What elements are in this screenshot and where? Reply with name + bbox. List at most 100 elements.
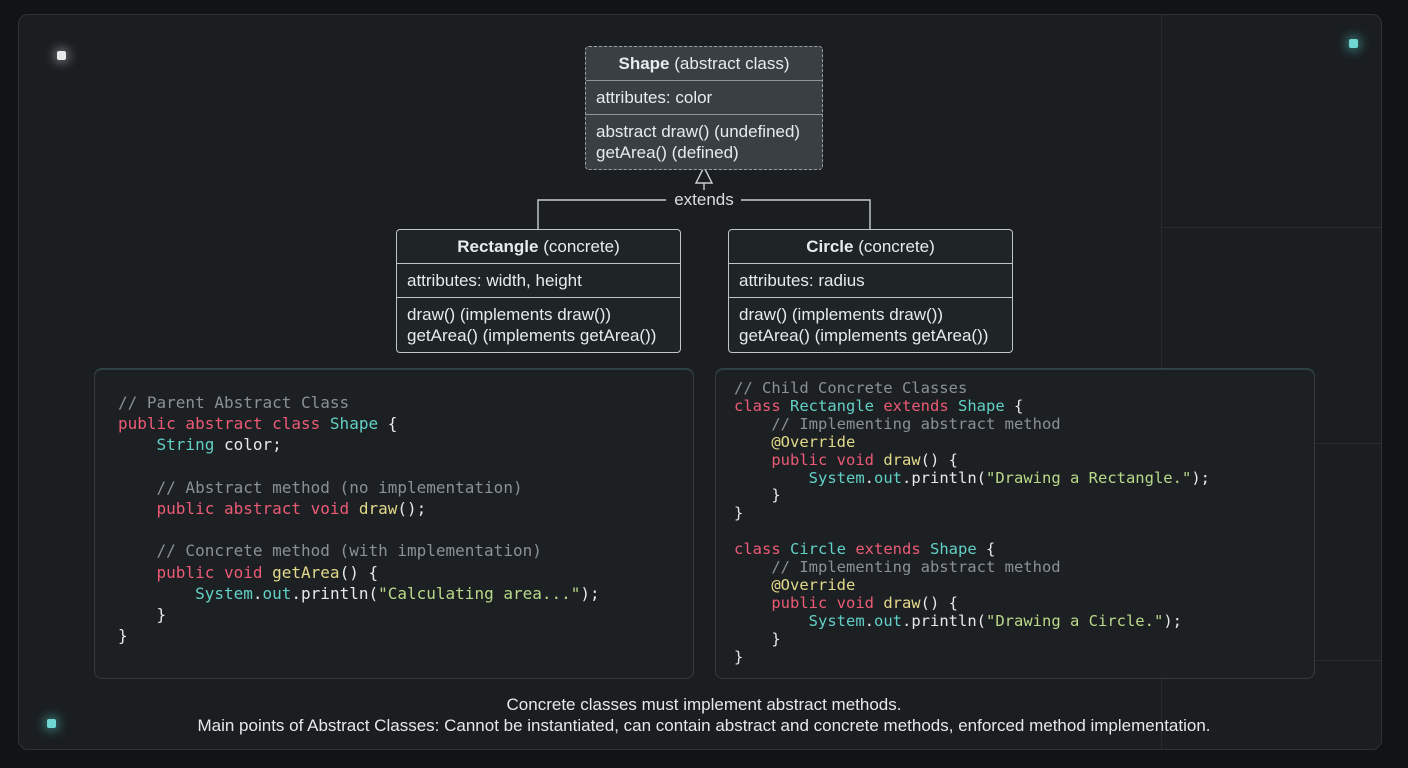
- code-token: draw: [883, 450, 921, 469]
- code-token: // Implementing abstract method: [734, 414, 1061, 433]
- code-token: public abstract void: [118, 499, 359, 519]
- code-line: System.out.println("Calculating area..."…: [118, 583, 600, 604]
- code-token: .println(: [902, 468, 986, 487]
- method-item: draw() (implements draw()): [407, 305, 612, 324]
- code-token: [734, 612, 809, 630]
- code-token: {: [378, 414, 398, 434]
- code-line: }: [118, 625, 600, 646]
- code-token: extends: [846, 540, 930, 559]
- code-token: class: [734, 540, 790, 559]
- corner-glow-dot: [57, 51, 66, 60]
- code-line: public void getArea() {: [118, 562, 600, 583]
- code-line: public void draw() {: [734, 593, 1210, 613]
- code-token: }: [734, 504, 744, 523]
- grid-line: [1161, 227, 1381, 228]
- code-token: String: [156, 435, 215, 455]
- code-token: ();: [397, 499, 427, 519]
- method-item: abstract draw() (undefined): [596, 122, 801, 141]
- code-line: }: [734, 486, 1210, 505]
- code-line: // Child Concrete Classes: [734, 379, 1210, 398]
- uml-class-header: Shape (abstract class): [586, 47, 822, 81]
- code-token: }: [118, 626, 128, 646]
- code-token: .: [864, 611, 874, 630]
- code-token: out: [874, 468, 902, 487]
- code-token: Shape: [930, 540, 977, 559]
- grid-line: [1299, 660, 1381, 661]
- code-token: Shape: [958, 396, 1005, 415]
- code-token: }: [734, 629, 781, 648]
- code-token: System: [195, 583, 253, 603]
- class-attributes: attributes: radius: [729, 264, 1012, 298]
- code-line: // Implementing abstract method: [734, 558, 1210, 577]
- code-token: {: [1004, 396, 1024, 415]
- code-token: public void: [734, 450, 884, 469]
- code-line: // Concrete method (with implementation): [118, 540, 600, 561]
- corner-glow-dot: [1349, 39, 1358, 48]
- code-line: class Circle extends Shape {: [734, 540, 1210, 559]
- code-token: color;: [214, 435, 282, 455]
- method-item: draw() (implements draw()): [739, 305, 944, 324]
- code-token: }: [734, 647, 744, 666]
- class-attributes: attributes: width, height: [397, 264, 680, 298]
- code-token: "Drawing a Rectangle.": [986, 468, 1192, 487]
- code-token: System: [808, 611, 865, 630]
- code-line: // Implementing abstract method: [734, 414, 1210, 434]
- code-token: // Concrete method (with implementation): [118, 541, 542, 561]
- caption-line-2: Main points of Abstract Classes: Cannot …: [197, 716, 1211, 735]
- code-line: @Override: [734, 575, 1210, 595]
- uml-class-rectangle: Rectangle (concrete) attributes: width, …: [396, 229, 681, 353]
- class-methods: abstract draw() (undefined) getArea() (d…: [586, 115, 822, 169]
- class-attributes: attributes: color: [586, 81, 822, 115]
- code-token: @Override: [734, 432, 856, 451]
- code-line: }: [734, 629, 1210, 649]
- code-line: [118, 519, 600, 540]
- code-line: }: [734, 647, 1210, 667]
- code-token: .: [864, 468, 874, 487]
- class-name: Rectangle: [457, 237, 539, 256]
- code-block-parent: // Parent Abstract Class public abstract …: [118, 392, 600, 646]
- code-token: getArea: [272, 562, 340, 582]
- grid-line: [1299, 443, 1381, 444]
- code-token: "Calculating area...": [378, 583, 581, 603]
- class-stereotype: (abstract class): [674, 54, 790, 73]
- code-token: );: [1191, 468, 1210, 487]
- code-token: Circle: [790, 540, 846, 559]
- class-stereotype: (concrete): [858, 237, 935, 256]
- code-token: "Drawing a Circle.": [986, 611, 1164, 630]
- class-name: Circle: [806, 237, 854, 256]
- uml-class-header: Rectangle (concrete): [397, 230, 680, 264]
- code-line: }: [734, 504, 1210, 523]
- code-token: draw: [358, 499, 398, 519]
- code-token: () {: [920, 450, 958, 469]
- code-line: // Abstract method (no implementation): [118, 477, 600, 498]
- code-token: Rectangle: [790, 396, 874, 415]
- code-token: System: [808, 468, 865, 487]
- code-token: [118, 584, 195, 603]
- code-line: public abstract void draw();: [118, 498, 600, 519]
- class-name: Shape: [618, 54, 670, 73]
- code-line: [118, 456, 600, 477]
- code-token: // Child Concrete Classes: [734, 379, 968, 397]
- uml-class-shape: Shape (abstract class) attributes: color…: [585, 46, 823, 170]
- code-line: [734, 523, 1210, 541]
- code-token: .println(: [291, 583, 379, 603]
- code-token: // Parent Abstract Class: [118, 393, 350, 412]
- code-token: @Override: [734, 575, 856, 594]
- code-token: }: [734, 486, 781, 505]
- code-token: extends: [874, 396, 958, 415]
- code-line: System.out.println("Drawing a Rectangle.…: [734, 468, 1210, 488]
- code-token: out: [262, 583, 292, 603]
- caption-line-1: Concrete classes must implement abstract…: [506, 695, 902, 714]
- code-token: [118, 435, 157, 454]
- code-line: class Rectangle extends Shape {: [734, 396, 1210, 416]
- code-token: Shape: [329, 414, 379, 434]
- connector-rectangle: [537, 199, 666, 229]
- method-item: getArea() (defined): [596, 143, 739, 162]
- connector-circle: [741, 199, 871, 229]
- code-token: public void: [734, 593, 884, 612]
- code-token: () {: [339, 562, 379, 582]
- class-methods: draw() (implements draw()) getArea() (im…: [397, 298, 680, 352]
